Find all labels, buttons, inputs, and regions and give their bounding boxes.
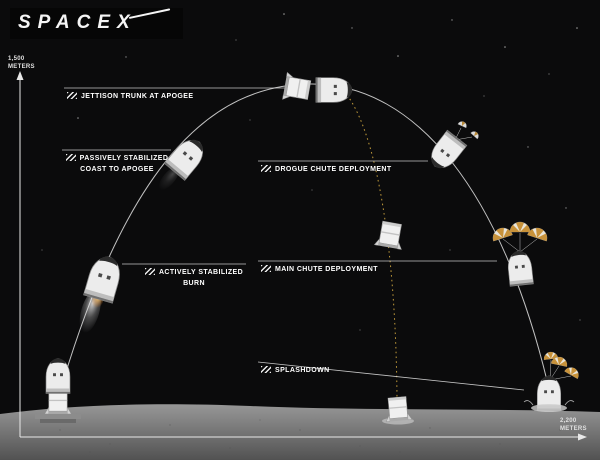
trunk-icon (281, 71, 313, 105)
capsule-icon (506, 249, 534, 287)
main-chute-vehicle (489, 221, 551, 287)
x-axis-arrow-icon (578, 433, 587, 441)
y-axis-value: 1,500 (8, 56, 25, 62)
x-axis-unit: METERS (560, 425, 587, 432)
y-axis-unit: METERS (8, 63, 35, 70)
trunk-descent-path (346, 94, 398, 401)
main-chute-icon (489, 224, 514, 242)
stage-label-jettison: JETTISON TRUNK AT APOGEE (67, 92, 193, 103)
stage-label-main: MAIN CHUTE DEPLOYMENT (261, 265, 378, 276)
stage-label-splashdown: SPLASHDOWN (261, 366, 330, 377)
trunk-icon (383, 395, 413, 423)
hazard-stripes-icon (65, 154, 76, 161)
coast-capsule (158, 133, 211, 190)
drogue-chute-icon (457, 119, 469, 129)
stage-label-text: DROGUE CHUTE DEPLOYMENT (275, 166, 392, 173)
hazard-stripes-icon (261, 265, 271, 272)
falling-trunk-icon (373, 219, 407, 251)
y-axis-arrow-icon (16, 71, 24, 80)
stage-label-text: PASSIVELY STABILIZED COAST TO APOGEE (79, 155, 169, 173)
launch-pad-vehicle (35, 358, 81, 423)
capsule-icon (83, 252, 125, 304)
stage-indicator-lines (62, 87, 525, 391)
hazard-stripes-icon (144, 268, 155, 275)
drogue-stage-vehicle (424, 119, 481, 175)
x-axis-value: 2,200 (560, 418, 577, 424)
drogue-chute-icon (470, 129, 481, 140)
hazard-stripes-icon (261, 165, 271, 172)
splashdown-vehicle (523, 350, 582, 412)
trajectory-arc (56, 83, 553, 403)
x-axis-label: 2,200 METERS (560, 418, 587, 433)
starfield (41, 13, 581, 331)
stage-label-text: MAIN CHUTE DEPLOYMENT (275, 266, 378, 273)
axes (16, 71, 587, 441)
stage-label-text: ACTIVELY STABILIZED BURN (158, 269, 244, 287)
ground (0, 404, 600, 460)
stage-label-burn: ACTIVELY STABILIZED BURN (140, 268, 248, 289)
capsule-icon (315, 77, 353, 103)
burn-capsule (79, 252, 125, 333)
hazard-stripes-icon (67, 92, 77, 99)
capsule-icon (45, 358, 71, 394)
stage-label-text: JETTISON TRUNK AT APOGEE (81, 93, 194, 100)
trunk-impact (382, 395, 414, 425)
main-chute-icon (526, 224, 551, 242)
capsule-icon (424, 129, 468, 175)
y-axis-label: 1,500 METERS (8, 56, 35, 71)
main-chute-icon (509, 221, 531, 233)
splashdown-indicator-line (257, 361, 525, 391)
spacex-logo-text: SPACEX (18, 12, 137, 33)
stage-label-drogue: DROGUE CHUTE DEPLOYMENT (261, 165, 392, 176)
hazard-stripes-icon (261, 366, 271, 373)
stage-label-text: SPLASHDOWN (275, 367, 330, 374)
ground-texture (59, 419, 561, 453)
stage-label-coast: PASSIVELY STABILIZED COAST TO APOGEE (58, 154, 176, 175)
spacex-logo: SPACEX (10, 7, 183, 39)
apogee-separation (281, 71, 353, 105)
